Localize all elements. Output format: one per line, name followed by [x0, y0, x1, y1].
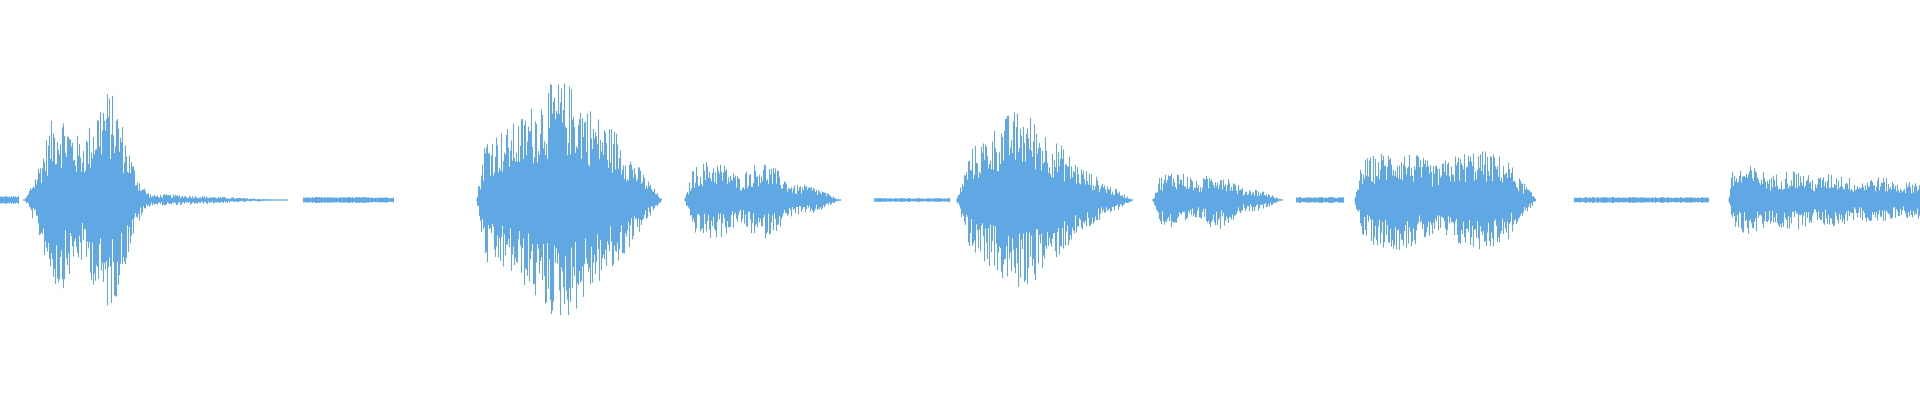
waveform-trace — [0, 83, 1920, 316]
